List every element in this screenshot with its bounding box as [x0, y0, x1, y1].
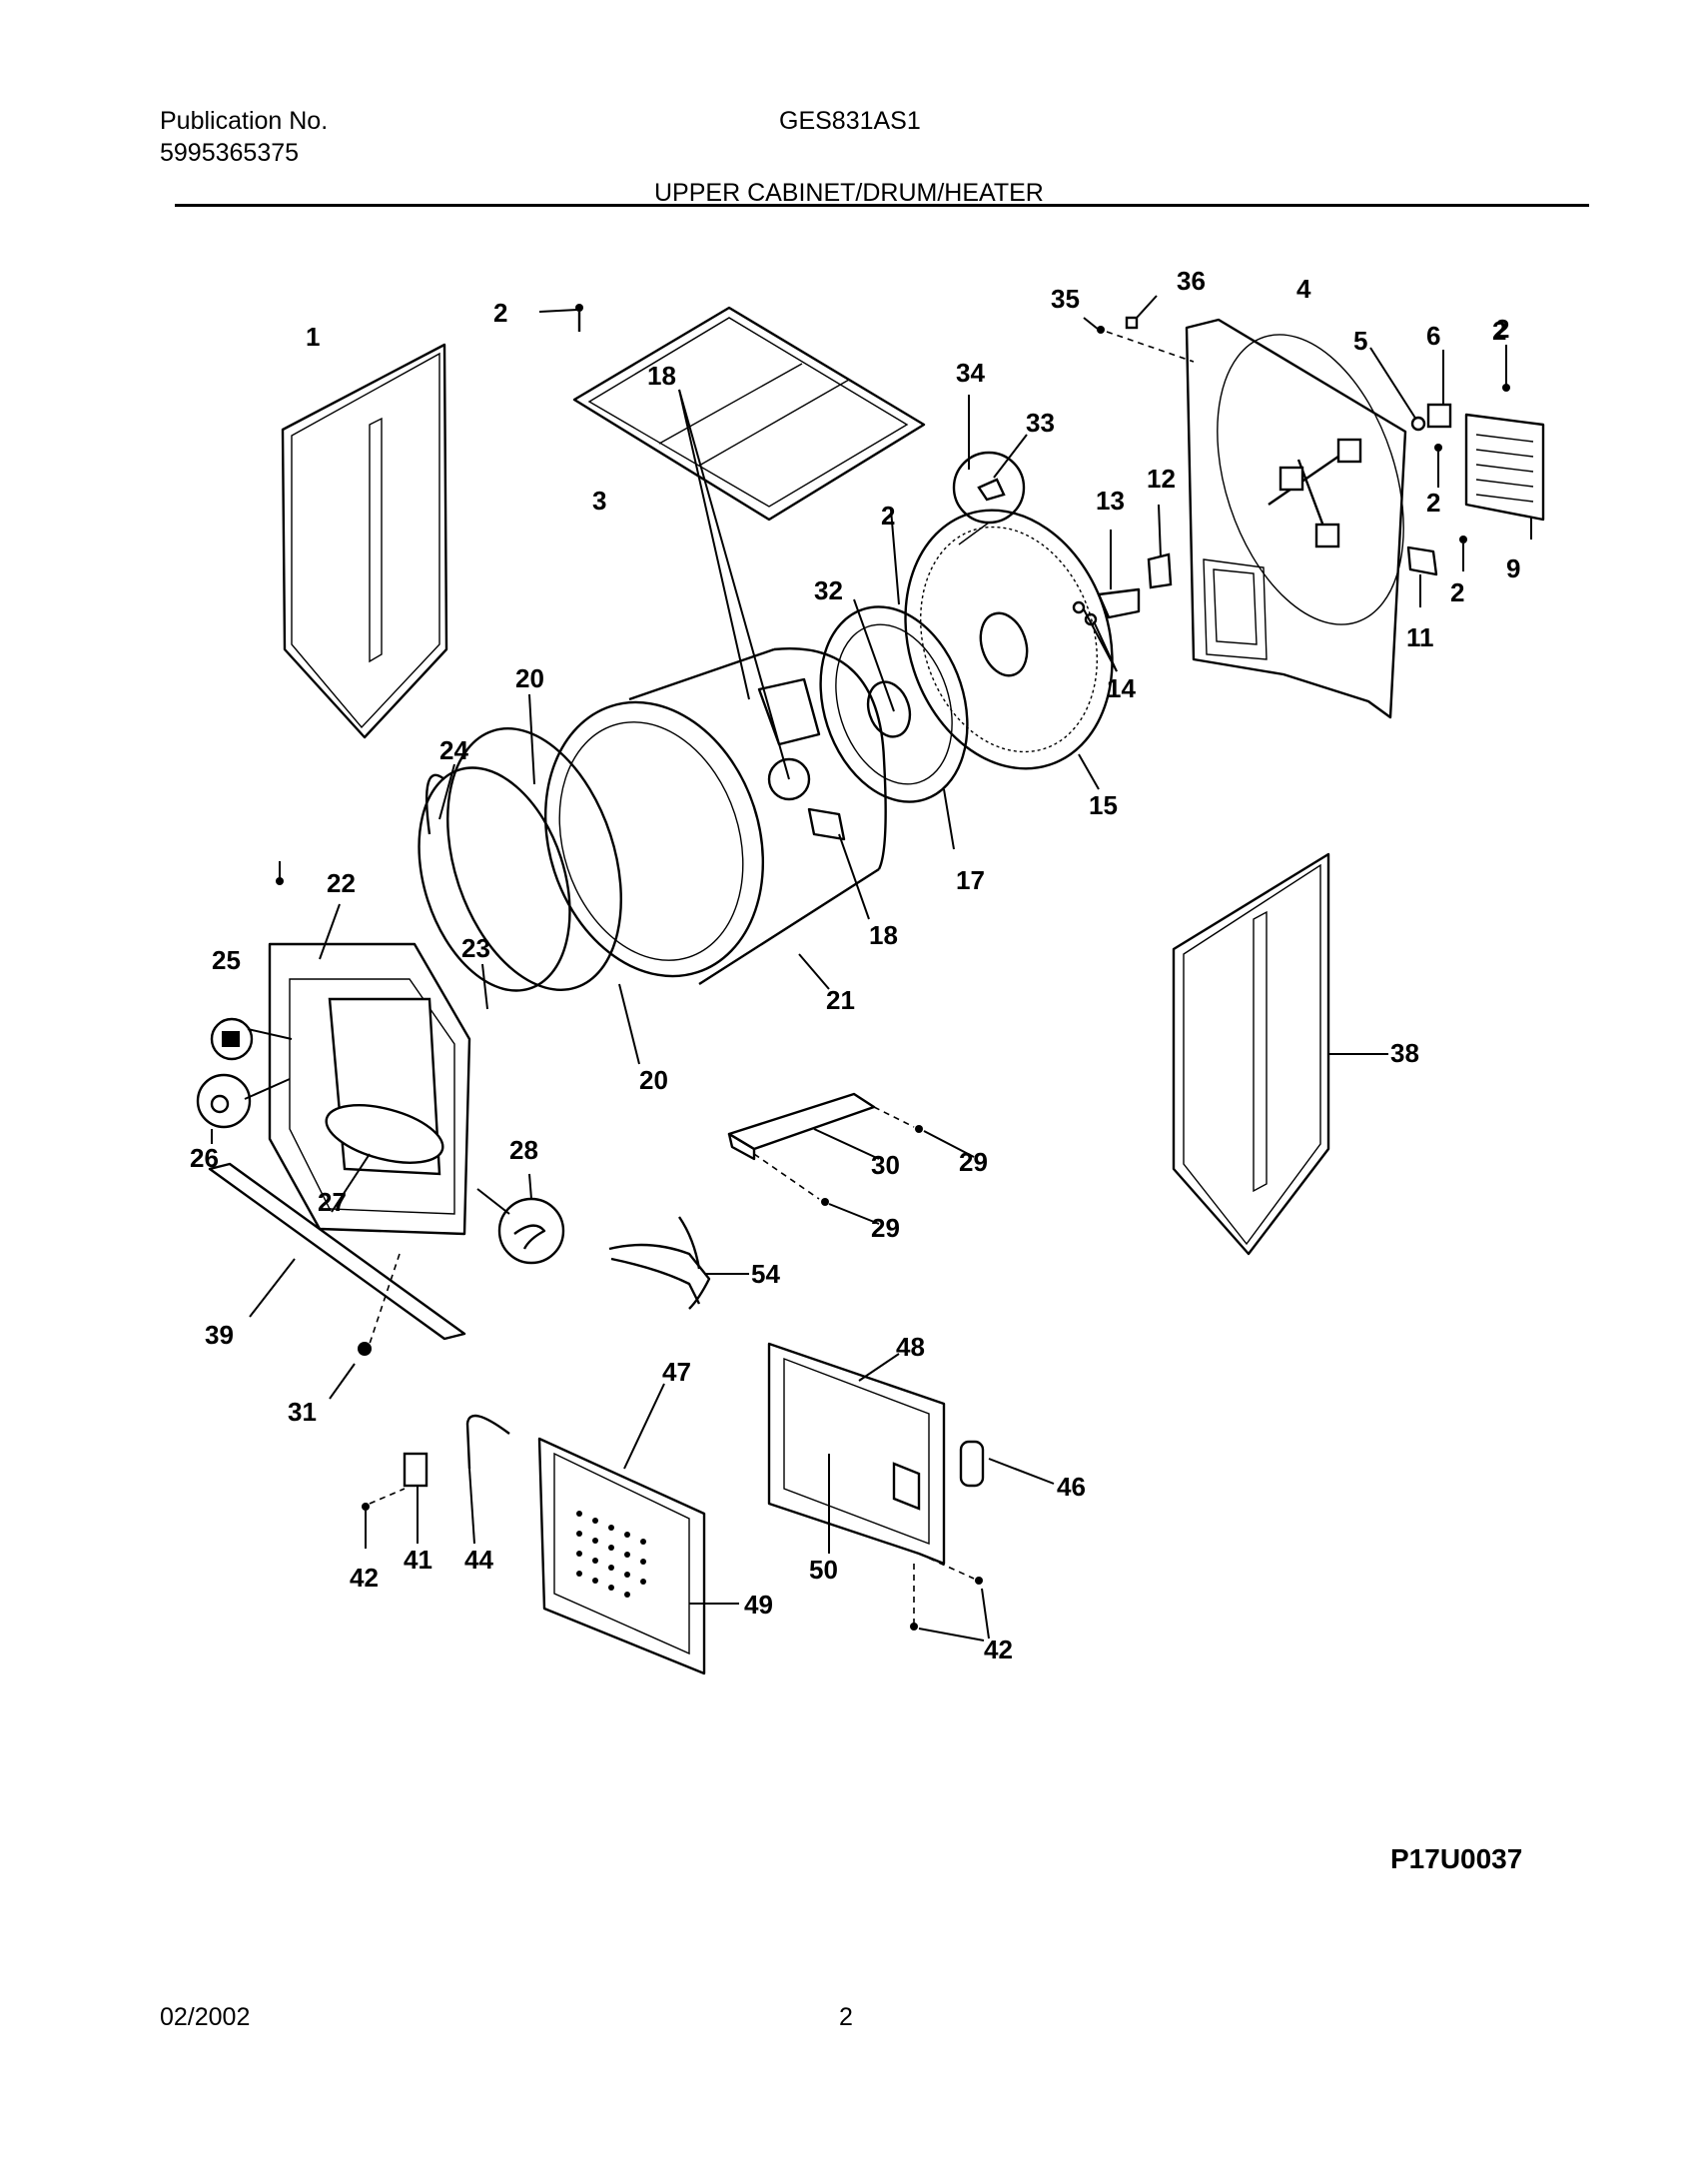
drawing-code: P17U0037 — [1390, 1843, 1523, 1874]
callout-label: 26 — [190, 1143, 219, 1173]
part-15-rear-bulkhead — [904, 509, 1114, 790]
parts-48-50-heater-duct — [767, 1342, 990, 1641]
parts-25-26-28 — [196, 1017, 565, 1265]
callout-label: 27 — [318, 1187, 347, 1217]
callout-label: 50 — [809, 1555, 838, 1585]
callout-label: 49 — [744, 1590, 773, 1620]
callout-label: 35 — [1051, 284, 1080, 314]
callout-labels: 1 2 3 2 4 35 36 5 6 2 2 9 2 11 34 33 12 … — [190, 266, 1520, 1664]
part-3-top-panel — [572, 306, 926, 522]
part-1-side-panel — [281, 343, 448, 739]
callout-label: 9 — [1506, 553, 1520, 583]
callout-label: 14 — [1107, 673, 1136, 703]
parts-33-34-detail — [952, 395, 1028, 546]
callout-label: 24 — [439, 735, 468, 765]
publication-number: 5995365375 — [160, 139, 300, 167]
callout-label: 6 — [1426, 321, 1440, 351]
callout-label: 34 — [956, 358, 985, 388]
callout-label: 2 — [1450, 577, 1464, 607]
parts-12-13-14-bracket — [1072, 504, 1173, 672]
callout-label: 42 — [350, 1563, 379, 1593]
parts-35-36-screws — [1083, 295, 1195, 363]
callout-label: 30 — [871, 1150, 900, 1180]
callout-label: 42 — [984, 1635, 1013, 1664]
footer-date: 02/2002 — [160, 2003, 251, 2031]
callout-label: 20 — [515, 663, 544, 693]
part-4-rear-panel — [1185, 318, 1407, 719]
part-22-front-panel — [268, 861, 471, 1236]
callout-label: 1 — [306, 322, 320, 352]
callout-label: 44 — [464, 1545, 493, 1575]
part-39-toe-plate — [208, 1162, 466, 1400]
callout-label: 11 — [1406, 622, 1434, 652]
part-21-drum — [543, 647, 887, 990]
callout-label: 28 — [509, 1135, 538, 1165]
callout-label: 21 — [826, 985, 855, 1015]
part-44-wire — [465, 1414, 510, 1545]
parts-20-23-24-seals — [418, 693, 640, 1065]
callout-label: 38 — [1390, 1038, 1419, 1068]
part-54-wire-harness — [608, 1216, 749, 1310]
callout-label: 47 — [662, 1357, 691, 1387]
part-46-fitting — [959, 1440, 1055, 1488]
callout-label: 4 — [1296, 274, 1311, 304]
model-number: GES831AS1 — [779, 107, 921, 135]
callout-label: 2 — [1495, 314, 1509, 344]
part-2-screw-top — [538, 304, 583, 332]
part-38-right-panel — [1172, 852, 1388, 1256]
callout-label: 22 — [327, 868, 356, 898]
callout-label: 5 — [1353, 326, 1367, 356]
callout-label: 46 — [1057, 1472, 1086, 1502]
callout-label: 2 — [493, 298, 507, 328]
callout-label: 3 — [592, 486, 606, 516]
callout-label: 15 — [1089, 790, 1118, 820]
callout-label: 29 — [959, 1147, 988, 1177]
callout-label: 12 — [1147, 464, 1176, 494]
parts-29-30-bracket — [727, 1092, 975, 1225]
callout-label: 48 — [896, 1332, 925, 1362]
callout-label: 17 — [956, 865, 985, 895]
publication-label: Publication No. — [160, 107, 329, 135]
callout-label: 41 — [404, 1545, 432, 1575]
section-title: UPPER CABINET/DRUM/HEATER — [654, 179, 1044, 207]
callout-label: 18 — [647, 361, 676, 391]
parts-5-6-9-11 — [1369, 345, 1545, 607]
callout-label: 36 — [1177, 266, 1206, 296]
callout-label: 2 — [881, 501, 895, 531]
part-17-drum-back — [819, 509, 969, 850]
part-18-baffles — [678, 389, 870, 920]
callout-label: 25 — [212, 945, 241, 975]
callout-label: 32 — [814, 575, 843, 605]
callout-label: 33 — [1026, 408, 1055, 438]
callout-label: 2 — [1426, 488, 1440, 518]
callout-label: 18 — [869, 920, 898, 950]
page-number: 2 — [839, 2003, 853, 2031]
callout-label: 29 — [871, 1213, 900, 1243]
callout-label: 31 — [288, 1397, 317, 1427]
callout-label: 23 — [461, 933, 490, 963]
parts-47-49-heater — [537, 1383, 739, 1675]
callout-label: 13 — [1096, 486, 1125, 516]
callout-label: 20 — [639, 1065, 668, 1095]
callout-label: 39 — [205, 1320, 234, 1350]
parts-41-42-thermostat — [362, 1452, 428, 1549]
callout-label: 54 — [751, 1259, 780, 1289]
header-rule — [175, 204, 1589, 207]
callout-label: 2 — [1492, 316, 1506, 346]
